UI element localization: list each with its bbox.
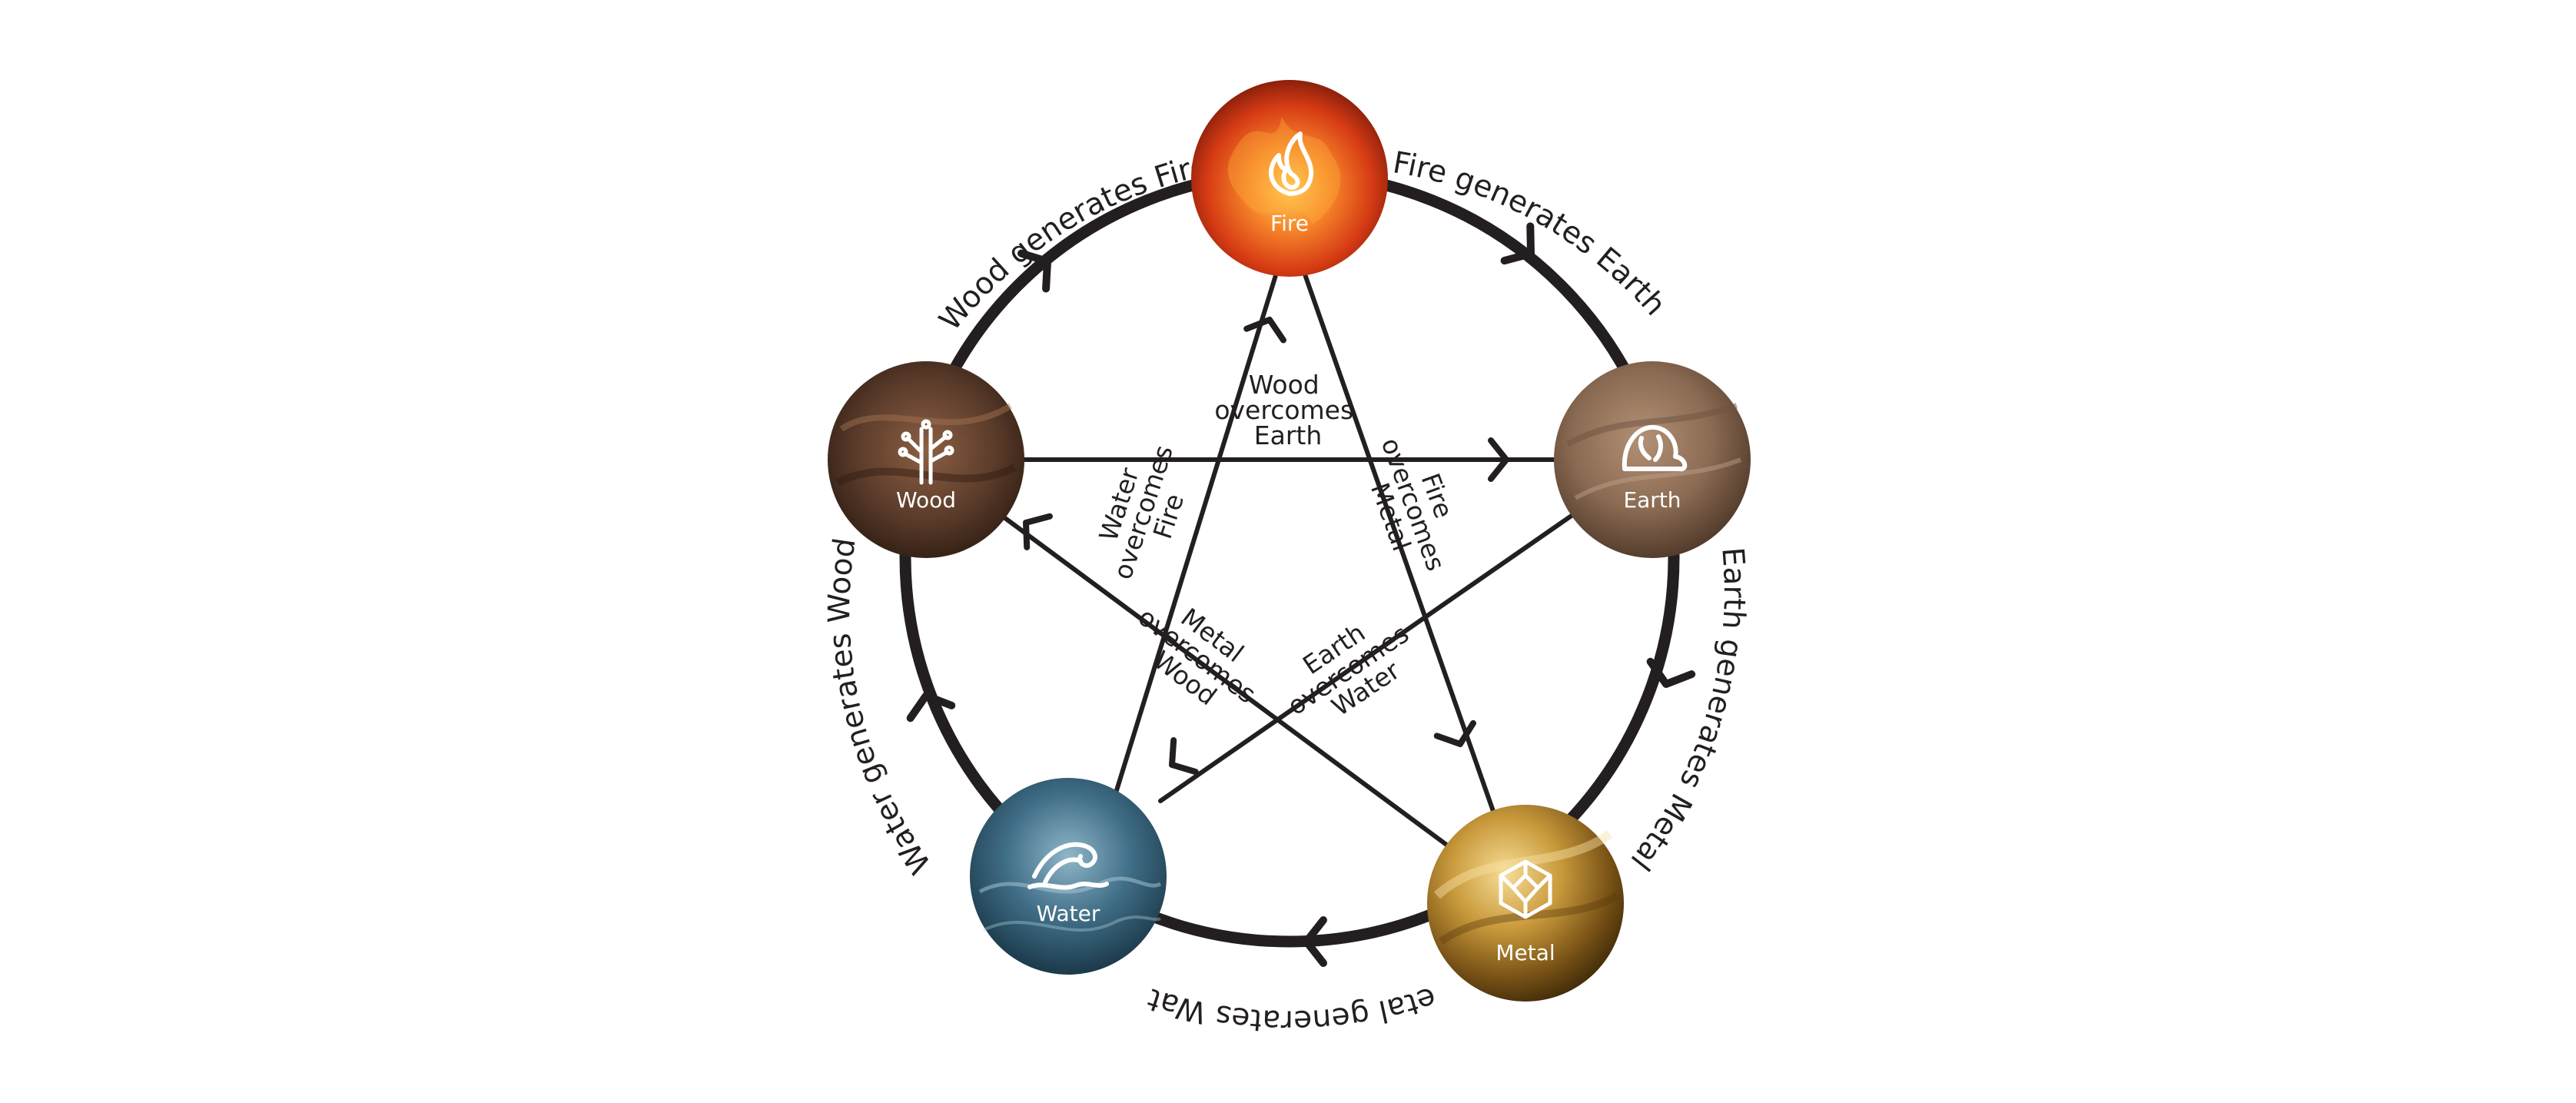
arrow-wood-overcomes-earth <box>1488 437 1509 482</box>
arrow-earth-to-metal <box>1646 657 1696 688</box>
node-water-label: Water <box>1037 901 1100 926</box>
arrow-water-overcomes-fire <box>1243 317 1286 344</box>
crystal-icon <box>1499 859 1552 919</box>
node-earth-label: Earth <box>1623 487 1681 513</box>
generating-arrows <box>906 222 1696 967</box>
node-fire-label: Fire <box>1270 211 1309 236</box>
arrow-fire-overcomes-metal <box>1433 719 1476 747</box>
label-fire-overcomes-metal: Fire overcomes Metal <box>1352 425 1478 591</box>
overcoming-labels: Wood overcomes Earth Fire overcomes Meta… <box>1093 370 1478 742</box>
wave-icon <box>1027 842 1109 890</box>
arrow-water-to-wood <box>906 692 956 723</box>
label-wood-overcomes-earth: Wood overcomes Earth <box>1214 370 1361 450</box>
tree-icon <box>898 419 954 485</box>
line-water-fire <box>1089 228 1292 875</box>
node-metal: Metal <box>1427 805 1624 1002</box>
arrow-wood-to-fire <box>1017 249 1051 293</box>
arrow-metal-to-water <box>1303 916 1327 967</box>
node-earth: Earth <box>1554 361 1751 558</box>
node-wood: Wood <box>828 361 1024 558</box>
label-earth-overcomes-water: Earth overcomes Water <box>1268 593 1435 742</box>
arrow-earth-overcomes-water <box>1169 737 1199 776</box>
flame-icon <box>1269 131 1314 196</box>
line-fire-metal <box>1287 228 1528 905</box>
rock-icon <box>1622 424 1688 472</box>
overcoming-arrows <box>1023 317 1509 776</box>
line-earth-water <box>1158 457 1655 803</box>
arrow-fire-to-earth <box>1500 222 1535 265</box>
node-wood-label: Wood <box>896 487 956 513</box>
node-metal-label: Metal <box>1495 940 1555 965</box>
node-water: Water <box>970 778 1167 975</box>
node-fire: Fire <box>1191 80 1388 277</box>
arrow-metal-overcomes-wood <box>1023 513 1053 550</box>
